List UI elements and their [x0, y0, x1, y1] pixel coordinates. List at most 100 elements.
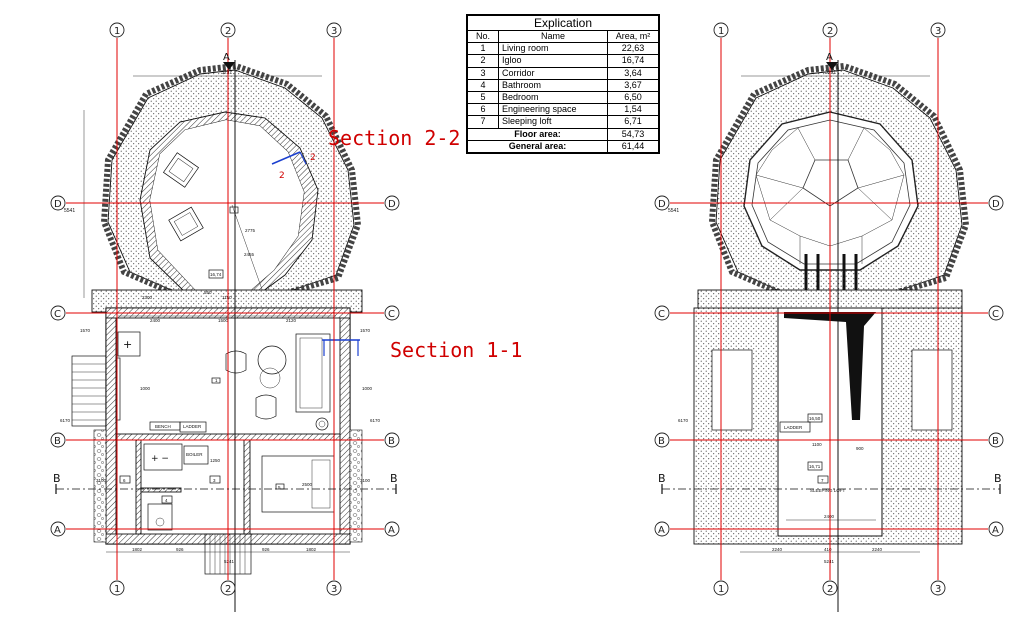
svg-text:1: 1 — [718, 26, 724, 37]
svg-text:6: 6 — [123, 478, 126, 483]
svg-text:2400: 2400 — [150, 318, 161, 323]
svg-text:C: C — [658, 309, 665, 320]
svg-text:550: 550 — [204, 290, 212, 295]
svg-text:D: D — [388, 199, 396, 210]
svg-text:3: 3 — [935, 584, 941, 595]
svg-text:2240: 2240 — [772, 547, 783, 552]
svg-text:2: 2 — [827, 26, 833, 37]
section-2-2-label: Section 2-2 — [328, 126, 460, 150]
svg-text:2300: 2300 — [142, 295, 153, 300]
svg-text:B: B — [658, 436, 665, 447]
svg-text:C: C — [992, 309, 999, 320]
svg-text:16,50: 16,50 — [809, 416, 821, 421]
svg-text:5241: 5241 — [224, 559, 235, 564]
svg-text:A: A — [388, 525, 395, 536]
armchair-living — [225, 350, 247, 374]
section-2-2-cut — [271, 151, 301, 165]
igloo-marker — [229, 206, 239, 214]
left-plan: 16,74 — [60, 62, 381, 575]
svg-text:3: 3 — [935, 26, 941, 37]
ladder-label: LADDER — [183, 424, 202, 429]
svg-text:1000: 1000 — [362, 386, 373, 391]
svg-text:4: 4 — [165, 498, 168, 503]
svg-text:2: 2 — [279, 171, 285, 181]
svg-text:6170: 6170 — [60, 418, 71, 423]
floor-area-row: Floor area:54,73 — [467, 127, 659, 141]
svg-text:1570: 1570 — [360, 328, 371, 333]
svg-text:3100: 3100 — [360, 478, 371, 483]
svg-text:B: B — [388, 436, 395, 447]
svg-text:3: 3 — [331, 26, 337, 37]
svg-text:A: A — [223, 52, 230, 63]
kitchen-sink — [117, 331, 141, 357]
svg-text:410: 410 — [824, 547, 832, 552]
svg-text:A: A — [54, 525, 61, 536]
svg-text:2: 2 — [310, 153, 316, 163]
svg-text:900: 900 — [856, 446, 864, 451]
svg-text:2: 2 — [225, 26, 231, 37]
svg-text:3: 3 — [331, 584, 337, 595]
svg-text:926: 926 — [176, 547, 184, 552]
svg-text:16,71: 16,71 — [809, 464, 821, 469]
svg-text:6170: 6170 — [678, 418, 689, 423]
svg-text:2240: 2240 — [872, 547, 883, 552]
svg-text:C: C — [54, 309, 61, 320]
svg-text:2120: 2120 — [286, 318, 297, 323]
svg-text:D: D — [54, 199, 62, 210]
header-area: Area, m² — [607, 29, 659, 44]
svg-text:5: 5 — [278, 485, 281, 490]
svg-text:2: 2 — [827, 584, 833, 595]
svg-text:1500: 1500 — [218, 318, 229, 323]
svg-text:A: A — [992, 525, 999, 536]
svg-text:1802: 1802 — [132, 547, 143, 552]
igloo-armchair-1 — [162, 152, 200, 188]
svg-text:2500: 2500 — [302, 482, 313, 487]
svg-text:16,74: 16,74 — [210, 272, 222, 277]
header-no: No. — [467, 29, 499, 44]
sleeping-loft-label: SLEEPING LOFT — [810, 488, 846, 493]
svg-text:5541: 5541 — [64, 208, 75, 214]
toilet — [147, 503, 173, 531]
svg-text:2455: 2455 — [244, 252, 255, 257]
svg-text:1: 1 — [215, 378, 218, 383]
svg-text:3291: 3291 — [221, 70, 232, 76]
sofa — [295, 333, 331, 413]
svg-text:C: C — [388, 309, 395, 320]
right-plan: 16,50 LADDER 16,71 7 SLEEPING LOFT 2400 … — [668, 62, 970, 564]
svg-text:2775: 2775 — [245, 228, 256, 233]
svg-text:7: 7 — [821, 478, 824, 483]
svg-text:B: B — [390, 472, 398, 485]
svg-text:1: 1 — [114, 26, 120, 37]
svg-text:B: B — [992, 436, 999, 447]
svg-text:2400: 2400 — [824, 514, 835, 519]
svg-text:A: A — [826, 52, 833, 63]
svg-text:D: D — [658, 199, 666, 210]
svg-text:3: 3 — [213, 478, 216, 483]
left-grid: B B A 1 2 3 1 2 3 D D C C B B A A — [50, 22, 400, 612]
svg-text:5241: 5241 — [824, 559, 835, 564]
igloo-armchair-2 — [168, 206, 204, 242]
svg-text:D: D — [992, 199, 1000, 210]
svg-text:3291: 3291 — [825, 70, 836, 76]
svg-text:1570: 1570 — [80, 328, 91, 333]
svg-text:1000: 1000 — [140, 386, 151, 391]
svg-text:1250: 1250 — [210, 458, 221, 463]
side-stairs — [71, 355, 107, 427]
svg-text:LADDER: LADDER — [784, 425, 803, 430]
bench-label: BENCH — [155, 424, 171, 429]
svg-text:A: A — [658, 525, 665, 536]
header-name: Name — [498, 29, 608, 44]
right-grid: B B A 1 2 3 1 2 3 D D C C B B A A — [654, 22, 1004, 612]
svg-text:1802: 1802 — [306, 547, 317, 552]
svg-text:1100: 1100 — [812, 442, 822, 447]
svg-text:B: B — [658, 472, 666, 485]
svg-text:B: B — [53, 472, 61, 485]
svg-text:1: 1 — [114, 584, 120, 595]
